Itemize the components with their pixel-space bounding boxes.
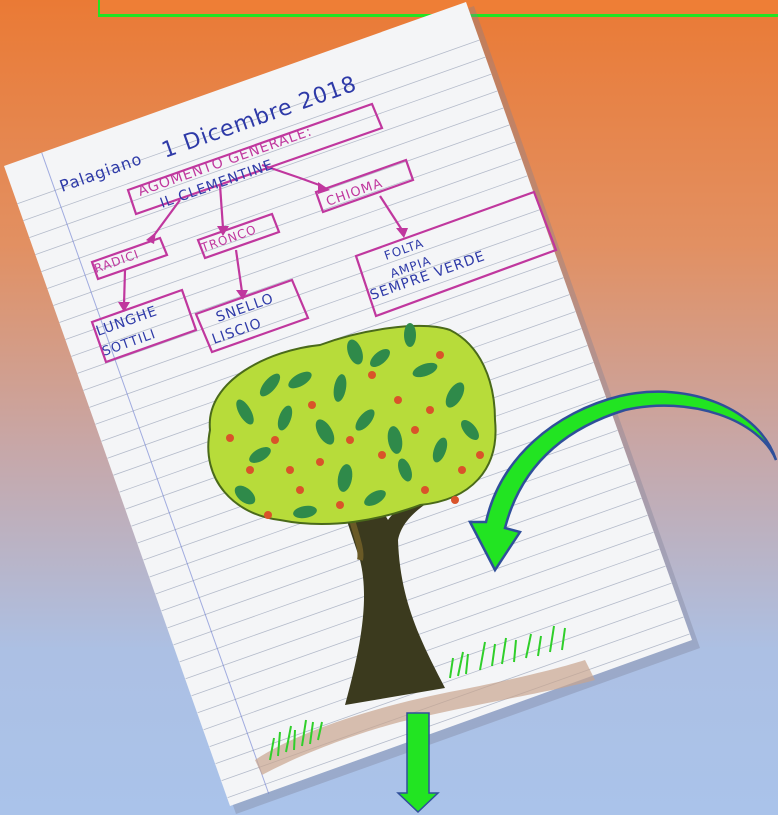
tree-drawing-icon <box>207 323 595 775</box>
ruled-lines <box>17 39 690 798</box>
mind-map <box>90 102 558 364</box>
curved-arrow-icon <box>467 390 778 573</box>
down-arrow-icon <box>396 712 440 814</box>
